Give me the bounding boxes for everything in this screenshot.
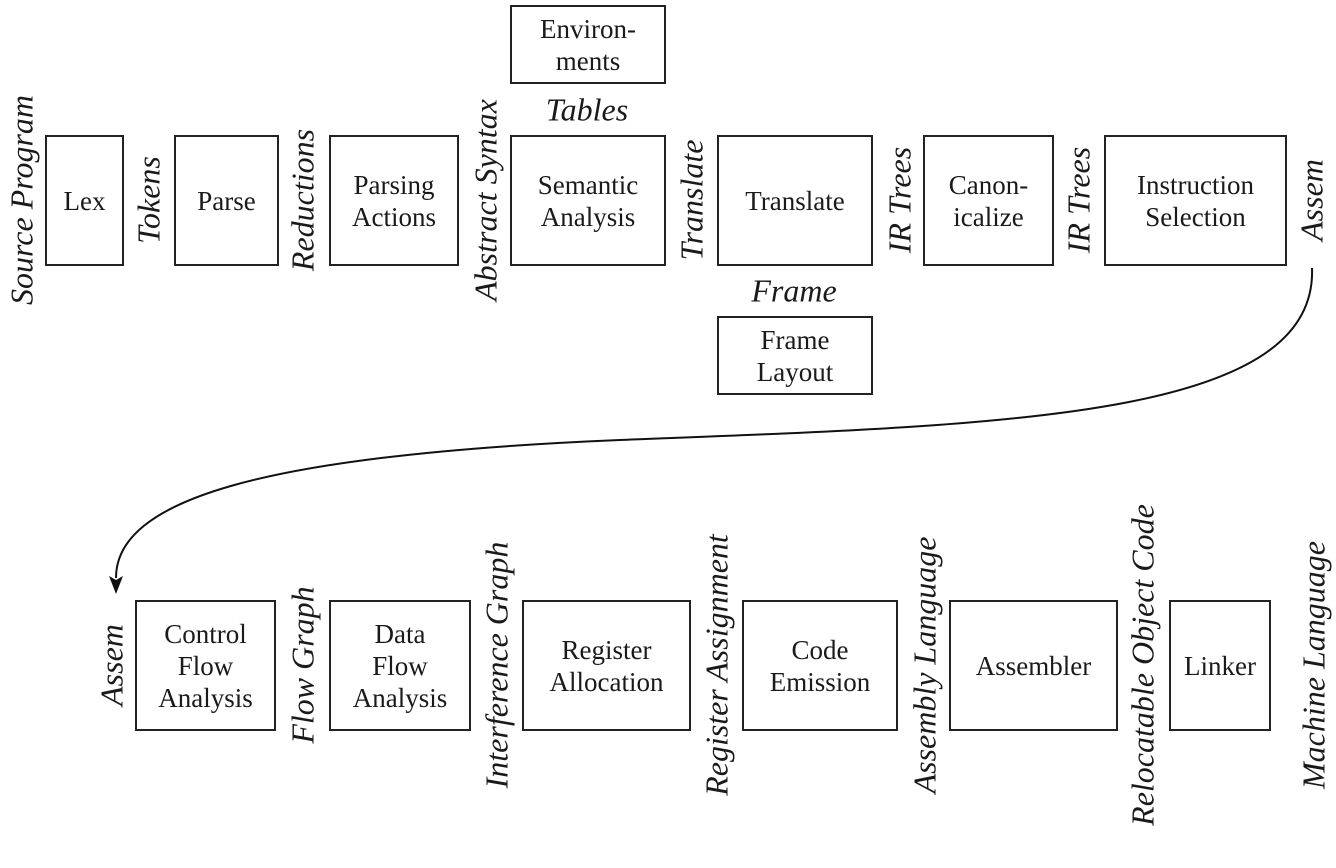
box-parsing-actions: Parsing Actions <box>329 135 459 266</box>
label-ir-trees-1: IR Trees <box>881 146 918 254</box>
label-machine-language: Machine Language <box>1295 541 1332 789</box>
box-register-allocation: Register Allocation <box>522 600 691 731</box>
box-translate: Translate <box>717 135 873 266</box>
label-source-program: Source Program <box>3 94 40 306</box>
box-lex: Lex <box>45 135 124 266</box>
box-data-flow-analysis: Data Flow Analysis <box>329 600 471 731</box>
box-control-flow-analysis: Control Flow Analysis <box>135 600 276 731</box>
label-ir-trees-2: IR Trees <box>1060 146 1097 254</box>
label-assem-bottom: Assem <box>93 624 130 706</box>
label-tables: Tables <box>545 91 629 128</box>
box-environments: Environ- ments <box>510 5 666 84</box>
assem-flow-curve <box>115 267 1314 579</box>
box-frame-layout: Frame Layout <box>717 316 873 395</box>
box-code-emission: Code Emission <box>742 600 898 731</box>
label-interference-graph: Interference Graph <box>478 541 515 789</box>
box-assembler: Assembler <box>949 600 1118 731</box>
label-assem-top: Assem <box>1293 159 1330 241</box>
label-register-assignment: Register Assignment <box>698 534 735 796</box>
label-translate: Translate <box>673 139 710 261</box>
box-instruction-selection: Instruction Selection <box>1104 135 1287 266</box>
label-reductions: Reductions <box>284 128 321 272</box>
arrowhead-icon <box>109 576 123 594</box>
label-tokens: Tokens <box>130 156 167 244</box>
label-frame: Frame <box>751 272 837 309</box>
box-parse: Parse <box>174 135 279 266</box>
box-canonicalize: Canon- icalize <box>923 135 1054 266</box>
label-relocatable-object-code: Relocatable Object Code <box>1124 504 1161 826</box>
box-linker: Linker <box>1169 600 1271 731</box>
box-semantic-analysis: Semantic Analysis <box>510 135 666 266</box>
label-abstract-syntax: Abstract Syntax <box>467 99 504 301</box>
label-assembly-language: Assembly Language <box>906 536 943 794</box>
label-flow-graph: Flow Graph <box>284 586 321 744</box>
